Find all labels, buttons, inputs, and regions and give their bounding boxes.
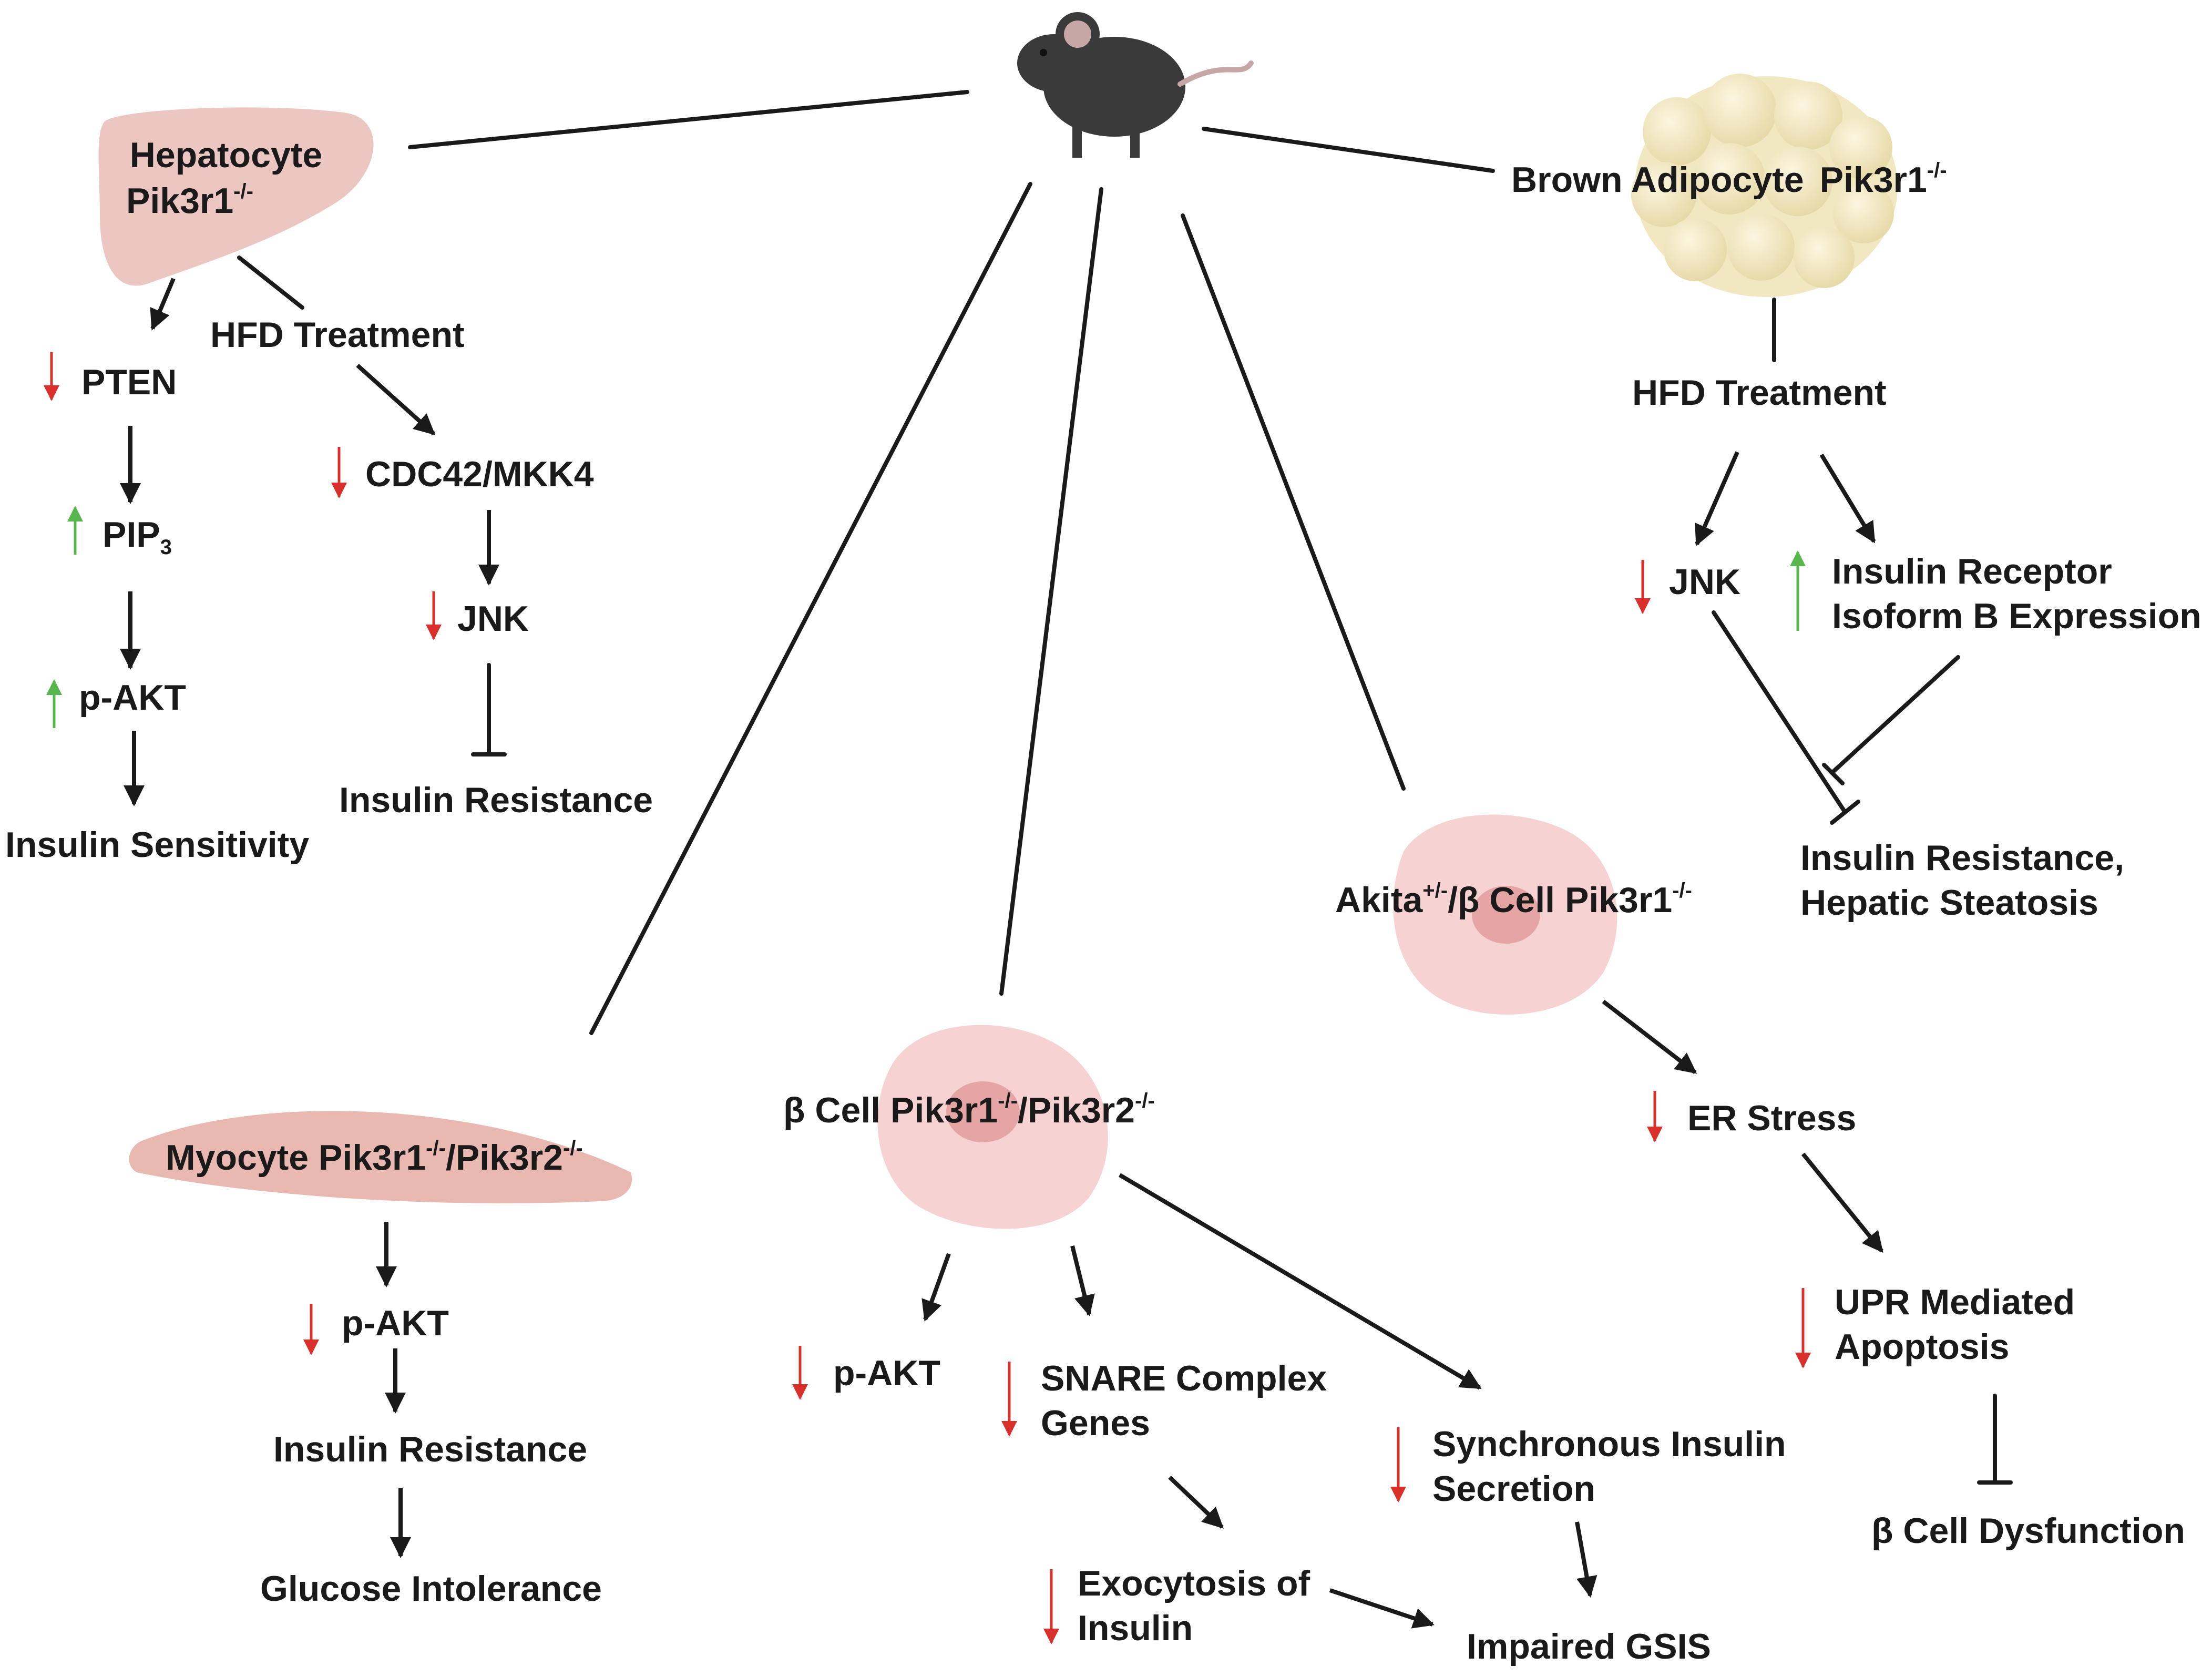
beta-dysfunction-label: β Cell Dysfunction [1871,1511,2185,1551]
upr-line2: Apoptosis [1835,1327,2009,1367]
hep-jnk-label: JNK [457,599,529,639]
beta-cell-icon [877,1025,1108,1229]
hep-pakt-label: p-AKT [79,678,186,718]
hep-hfd-label: HFD Treatment [210,315,465,355]
bat-outcome-line1: Insulin Resistance, [1800,838,2124,878]
upr-line1: UPR Mediated [1835,1282,2075,1322]
brown-adipocyte-cluster-icon [1631,74,1898,297]
akita-title: Akita+/-/β Cell Pik3r1-/- [1335,879,1692,920]
synchronous-line1: Synchronous Insulin [1432,1424,1786,1464]
bat-hfd-label: HFD Treatment [1632,373,1887,413]
muscle-fiber-icon [129,1111,632,1203]
mouse-icon [1017,12,1254,158]
bat-jnk-label: JNK [1669,562,1740,602]
snare-line2: Genes [1041,1403,1150,1443]
synchronous-line2: Secretion [1432,1469,1595,1509]
glucose-intolerance-label: Glucose Intolerance [260,1569,602,1609]
myo-pakt-label: p-AKT [342,1303,449,1343]
hepatocyte-genotype: Pik3r1-/- [126,180,253,221]
insulin-sensitivity-label: Insulin Sensitivity [5,825,309,865]
myo-insulin-resistance-label: Insulin Resistance [273,1429,587,1469]
liver-icon [98,107,374,286]
exocytosis-line2: Insulin [1078,1608,1193,1648]
hepatocyte-sup: -/- [233,180,253,203]
impaired-gsis-label: Impaired GSIS [1467,1627,1711,1666]
pten-label: PTEN [81,362,177,402]
beta-pakt-label: p-AKT [833,1353,940,1393]
pip3-label: PIP3 [103,515,172,559]
cdc42-label: CDC42/MKK4 [365,454,594,494]
hepatocyte-gene: Pik3r1 [126,181,233,221]
hep-insulin-resistance-label: Insulin Resistance [339,780,653,820]
insulin-receptor-line2: Isoform B Expression [1832,596,2201,636]
exocytosis-line1: Exocytosis of [1078,1563,1310,1603]
snare-line1: SNARE Complex [1041,1358,1327,1398]
bat-outcome-line2: Hepatic Steatosis [1800,883,2098,923]
er-stress-label: ER Stress [1687,1098,1856,1138]
myocyte-title: Myocyte Pik3r1-/-/Pik3r2-/- [166,1137,583,1178]
hepatocyte-title: Hepatocyte [130,135,323,175]
insulin-receptor-line1: Insulin Receptor [1832,551,2112,591]
akita-cell-icon [1393,814,1617,1015]
beta-cell-title: β Cell Pik3r1-/-/Pik3r2-/- [783,1089,1155,1130]
